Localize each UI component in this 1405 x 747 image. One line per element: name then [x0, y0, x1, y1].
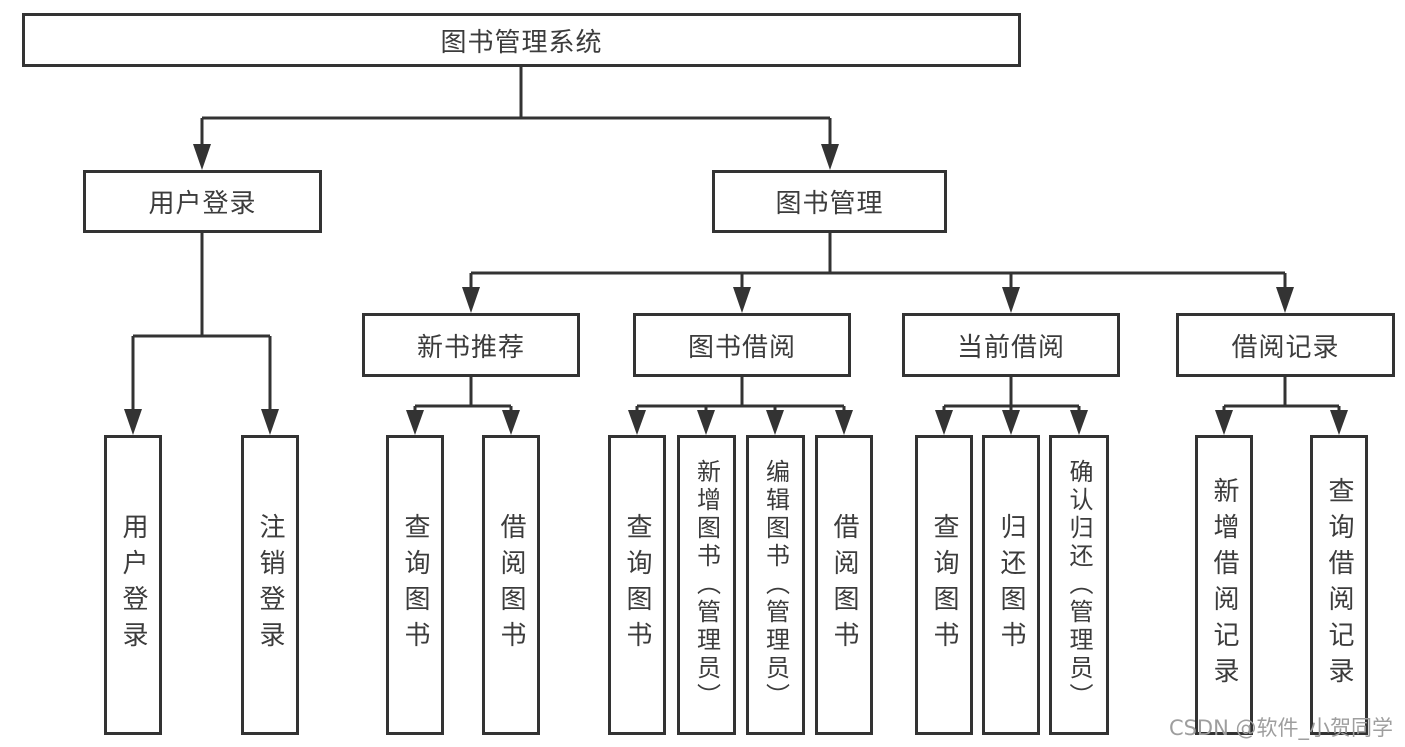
connector-book-management-children — [462, 233, 1294, 313]
leaf-query-books-current: 查询图书 — [915, 435, 973, 735]
connector-user-login-children — [124, 233, 279, 435]
csdn-watermark: CSDN @软件_小贺同学 — [1168, 716, 1393, 740]
node-new-book-recommend: 新书推荐 — [362, 313, 580, 377]
connector-borrow-records-children — [1215, 377, 1348, 435]
connector-root-to-level2 — [193, 67, 839, 170]
connector-new-book-recommend-children — [406, 377, 520, 435]
leaf-logout-login: 注销登录 — [241, 435, 299, 735]
leaf-edit-books-admin: 编辑图书（管理员） — [746, 435, 805, 735]
leaf-query-borrow-record: 查询借阅记录 — [1310, 435, 1368, 735]
leaf-query-books-recommend: 查询图书 — [386, 435, 444, 735]
leaf-add-borrow-record: 新增借阅记录 — [1195, 435, 1253, 735]
connector-book-borrow-children — [628, 377, 853, 435]
leaf-confirm-return-admin: 确认归还（管理员） — [1049, 435, 1109, 735]
leaf-borrow-books-recommend: 借阅图书 — [482, 435, 540, 735]
node-book-borrow: 图书借阅 — [633, 313, 851, 377]
leaf-borrow-books-borrow: 借阅图书 — [815, 435, 873, 735]
leaf-query-books-borrow: 查询图书 — [608, 435, 666, 735]
leaf-return-books: 归还图书 — [982, 435, 1040, 735]
leaf-user-login: 用户登录 — [104, 435, 162, 735]
node-book-management-branch: 图书管理 — [712, 170, 947, 233]
leaf-add-books-admin: 新增图书（管理员） — [677, 435, 736, 735]
node-user-login-branch: 用户登录 — [83, 170, 322, 233]
node-borrow-records: 借阅记录 — [1176, 313, 1395, 377]
connector-current-borrow-children — [935, 377, 1088, 435]
node-root-library-system: 图书管理系统 — [22, 13, 1021, 67]
node-current-borrow: 当前借阅 — [902, 313, 1120, 377]
